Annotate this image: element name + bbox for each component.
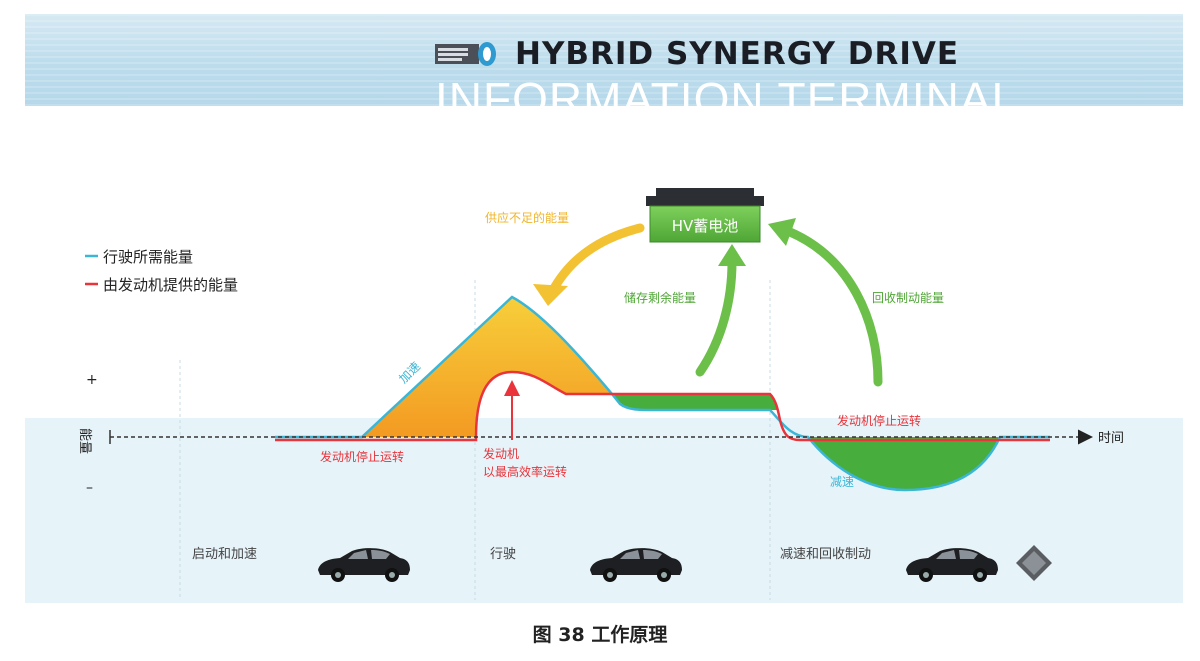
battery-label: HV蓄电池 — [672, 217, 739, 235]
phase-start-label: 启动和加速 — [192, 547, 257, 562]
supply-arrow — [547, 223, 645, 297]
store-label: 储存剩余能量 — [624, 290, 696, 305]
store-arrow-head — [718, 244, 746, 266]
recover-arrow — [785, 227, 883, 387]
supply-arrow-head — [533, 284, 568, 306]
store-arrow — [695, 257, 737, 377]
y-axis-label: 能量 — [77, 428, 92, 454]
legend-demand-label: 行驶所需能量 — [103, 248, 193, 266]
figure-caption: 图 38 工作原理 — [532, 624, 668, 646]
engine-efficient-label-1: 发动机 — [483, 446, 519, 461]
car-icon — [906, 548, 998, 582]
phase-cruise-label: 行驶 — [490, 547, 516, 562]
engine-curve — [275, 370, 1050, 442]
brand-subtitle: INFORMATION TERMINAL — [435, 73, 1019, 106]
brand-title: HYBRID SYNERGY DRIVE — [515, 36, 960, 72]
phase-brake-label: 减速和回收制动 — [780, 547, 871, 562]
hybrid-logo-icon — [435, 42, 496, 66]
surplus-energy-area — [612, 394, 778, 410]
engine-efficient-label-2: 以最高效率运转 — [483, 464, 567, 479]
decelerate-label: 减速 — [830, 475, 854, 489]
engine-stop-right-label: 发动机停止运转 — [837, 413, 921, 428]
y-plus-label: + — [86, 372, 98, 388]
hv-battery — [646, 188, 764, 243]
x-axis-label: 时间 — [1098, 431, 1124, 446]
engine-stop-left-label: 发动机停止运转 — [320, 449, 404, 464]
diamond-badge-icon — [1016, 545, 1052, 581]
header-banner: HYBRID SYNERGY DRIVE INFORMATION TERMINA… — [25, 14, 1183, 106]
car-icon — [590, 548, 682, 582]
deficit-energy-area — [362, 297, 612, 437]
banner-stripes — [25, 14, 1183, 106]
supply-label: 供应不足的能量 — [485, 210, 569, 225]
car-icon — [318, 548, 410, 582]
y-minus-label: – — [86, 480, 93, 496]
demand-curve — [275, 295, 1050, 492]
recover-label: 回收制动能量 — [872, 291, 944, 305]
recover-arrow-head — [768, 218, 796, 246]
legend-engine-label: 由发动机提供的能量 — [103, 276, 238, 294]
